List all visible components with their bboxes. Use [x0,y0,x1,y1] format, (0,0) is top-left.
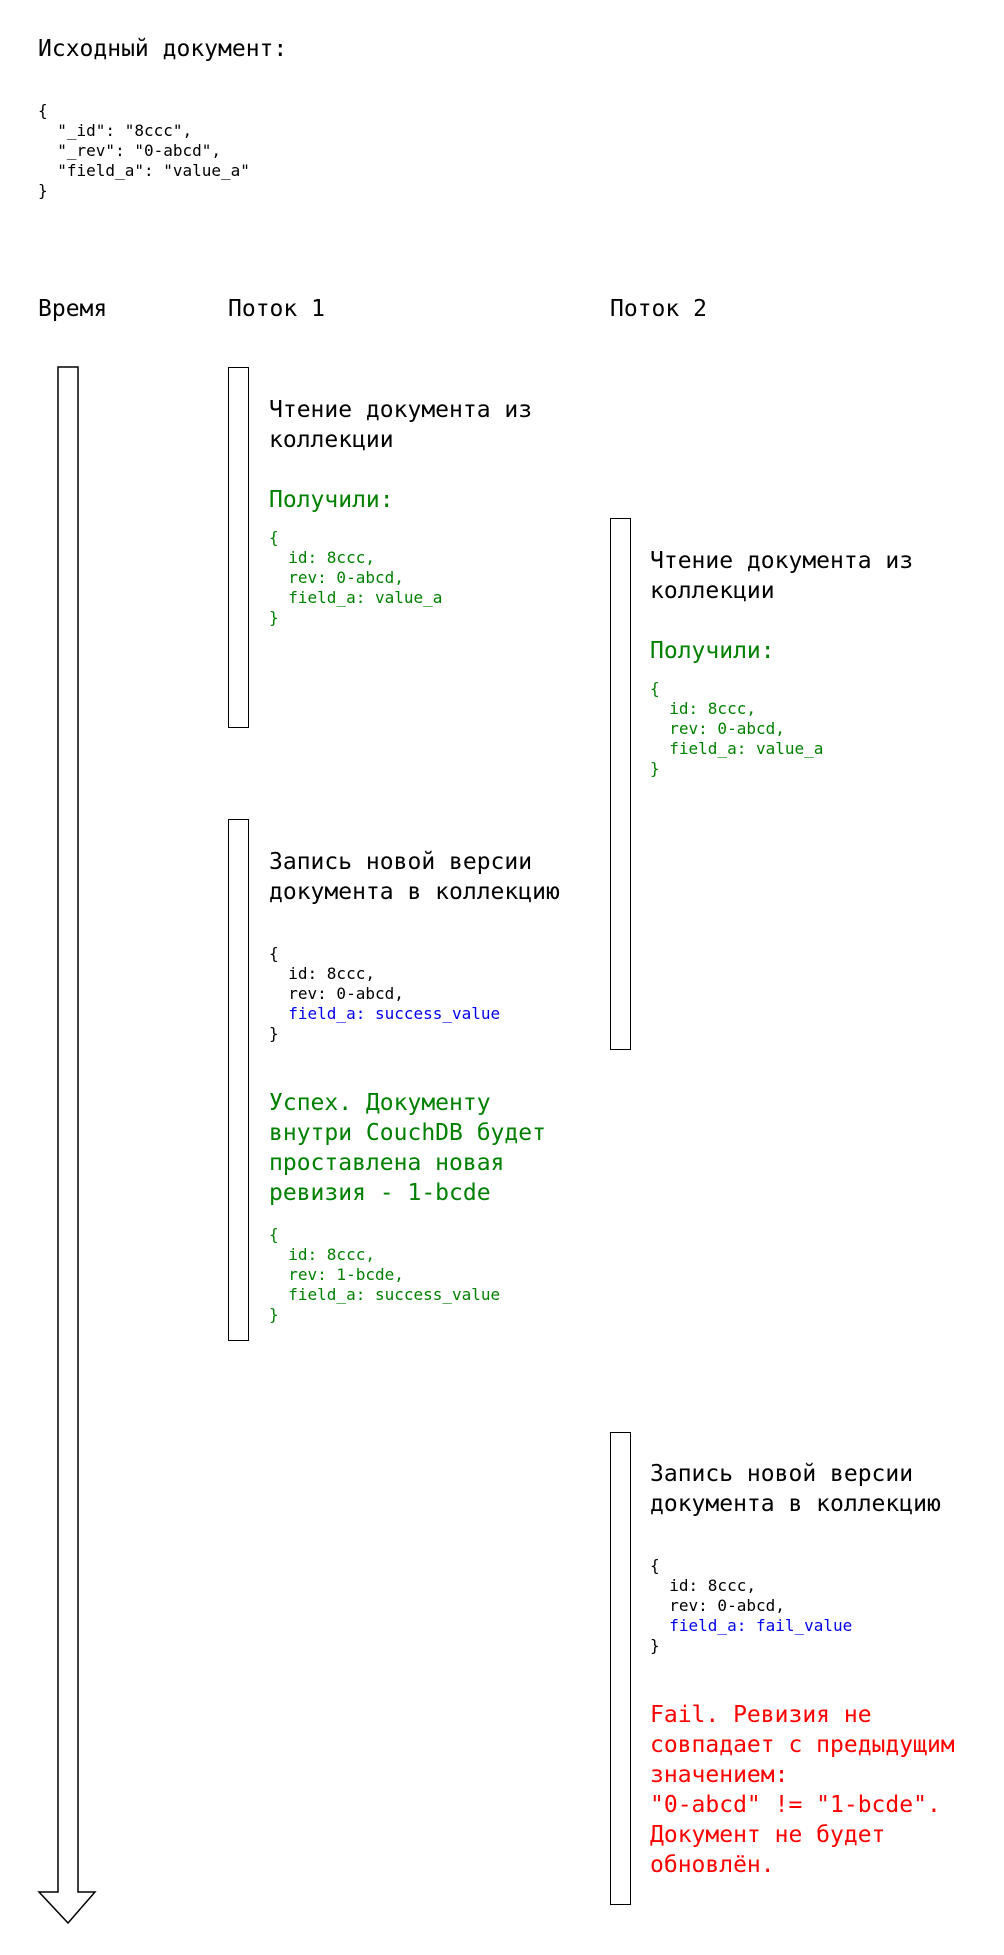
thread2-read-bar [610,518,631,1050]
thread1-write-doc-lines: id: 8ccc, rev: 0-abcd, [288,964,404,1003]
thread2-write-doc-lines: id: 8ccc, rev: 0-abcd, [669,1576,785,1615]
thread2-write-bar [610,1432,631,1905]
thread2-read-got-label: Получили: [650,638,775,664]
thread1-write-doc-changed: field_a: success_value [269,1004,501,1023]
time-arrow [37,366,97,1925]
thread2-write-fail-message: Fail. Ревизия не совпадает с предыдущим … [650,1702,955,1878]
thread2-write-title: Запись новой версии документа в коллекци… [650,1461,941,1517]
thread2-read-title: Чтение документа из коллекции [650,548,914,604]
thread1-read-got-open: { [269,528,279,547]
column-thread-1: Поток 1 [228,296,325,322]
thread1-write-result-doc: { id: 8ccc, rev: 1-bcde, field_a: succes… [269,1225,501,1324]
thread2-write-doc-close: } [650,1636,660,1655]
column-thread-2: Поток 2 [610,296,707,322]
thread2-write-doc-open: { [650,1556,660,1575]
thread1-read-got-close: } [269,608,279,627]
thread1-read-title: Чтение документа из коллекции [269,397,533,453]
thread1-read-got-label: Получили: [269,487,394,513]
thread1-read-got-body: id: 8ccc, rev: 0-abcd, field_a: value_a [288,548,443,607]
thread1-write-doc-close: } [269,1024,279,1043]
source-title: Исходный документ: [38,36,288,62]
source-json: { "_id": "8ccc", "_rev": "0-abcd", "fiel… [38,101,250,200]
thread1-read-bar [228,367,249,728]
thread1-write-title: Запись новой версии документа в коллекци… [269,849,560,905]
thread1-write-bar [228,819,249,1341]
thread2-write-doc-changed: field_a: fail_value [650,1616,853,1635]
thread1-write-doc-open: { [269,944,279,963]
column-time: Время [38,296,108,322]
thread2-read-got-doc: { id: 8ccc, rev: 0-abcd, field_a: value_… [650,679,824,778]
thread1-write-result: Успех. Документу внутри CouchDB будет пр… [269,1090,546,1206]
